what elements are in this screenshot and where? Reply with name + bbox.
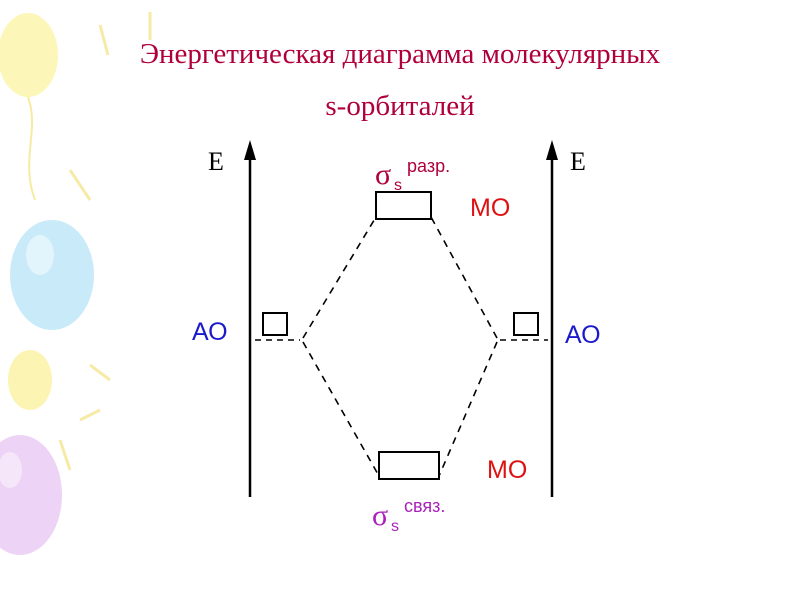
right-axis-label: E xyxy=(570,147,586,176)
antibonding-sigma-label: σ s разр. xyxy=(375,156,450,194)
sigma-subscript: s xyxy=(391,518,399,535)
right-axis-arrowhead xyxy=(546,140,558,160)
balloon-yellow-top xyxy=(0,13,58,201)
bonding-sigma-label: σ s связ. xyxy=(372,496,445,535)
right-ao-label: АО xyxy=(565,321,601,349)
connector-left-ao-to-bonding xyxy=(302,341,380,477)
connector-left-ao-to-antibonding xyxy=(302,216,377,339)
left-axis-label: E xyxy=(208,147,224,176)
left-ao-label: АО xyxy=(192,318,228,346)
sigma-symbol: σ xyxy=(375,158,391,191)
right-ao-box xyxy=(513,312,539,336)
page-title: Энергетическая диаграмма молекулярных s-… xyxy=(0,28,800,132)
title-line-2: s-орбиталей xyxy=(325,90,475,122)
antibonding-mo-box xyxy=(375,191,432,220)
sigma-superscript: связ. xyxy=(404,496,445,516)
left-axis-arrowhead xyxy=(244,140,256,160)
bonding-mo-label: МО xyxy=(487,456,527,484)
sigma-symbol: σ xyxy=(372,499,388,532)
balloon-blue xyxy=(10,220,94,330)
title-line-1: Энергетическая диаграмма молекулярных xyxy=(139,38,661,70)
balloon-yellow-mid xyxy=(8,350,52,410)
connector-right-ao-to-bonding xyxy=(438,341,498,477)
balloon-lavender xyxy=(0,435,62,555)
sigma-subscript: s xyxy=(394,177,402,194)
sparkle-rays xyxy=(58,12,152,471)
bonding-mo-box xyxy=(378,451,440,480)
sigma-superscript: разр. xyxy=(407,156,450,176)
connector-right-ao-to-antibonding xyxy=(430,216,498,339)
left-ao-box xyxy=(262,312,288,336)
antibonding-mo-label: МО xyxy=(470,194,510,222)
